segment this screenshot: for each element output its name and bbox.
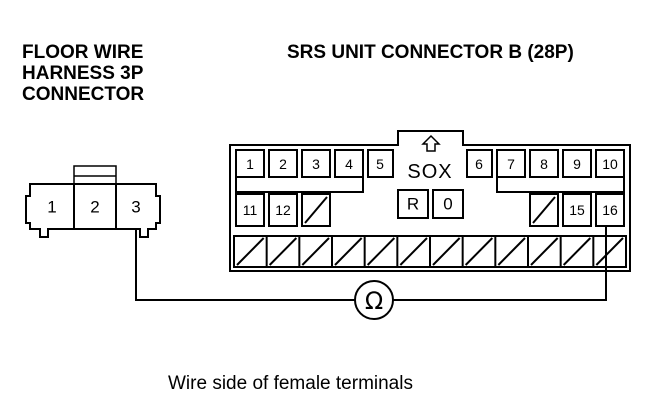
ohmmeter-icon: [354, 280, 394, 320]
srs-pin-12: 12: [275, 202, 291, 218]
srs-pin-9: 9: [573, 156, 581, 172]
srs-pin-2: 2: [279, 156, 287, 172]
srs-pin-8: 8: [540, 156, 548, 172]
ohm-symbol: Ω: [365, 287, 383, 315]
key-0-box: [432, 189, 464, 219]
hatch-mark: [268, 237, 298, 266]
floor-harness-title-line-2: HARNESS 3P: [22, 63, 144, 84]
srs-pin-11: 11: [243, 202, 258, 218]
hatch-mark: [464, 237, 494, 266]
floor-harness-connector: 1 2 3: [25, 165, 161, 238]
srs-pin-6: 6: [475, 156, 483, 172]
hatch-mark: [595, 237, 624, 266]
hatch-mark: [366, 237, 396, 266]
test-wire: [135, 229, 355, 301]
hatch-mark: [432, 237, 461, 266]
test-wire-srs: [393, 226, 607, 301]
key-r-label: R: [407, 195, 419, 214]
hatch-mark: [334, 237, 363, 266]
floor-pin-2: 2: [90, 198, 99, 217]
floor-pin-1: 1: [47, 198, 56, 217]
hatch-mark: [236, 237, 265, 266]
up-arrow-icon: [421, 134, 441, 152]
srs-pin-15: 15: [569, 202, 585, 218]
caption: Wire side of female terminals: [168, 373, 413, 394]
srs-pin-1: 1: [246, 156, 254, 172]
srs-pin-3: 3: [312, 156, 320, 172]
hatch-mark: [497, 237, 526, 266]
key-r-box: [397, 189, 429, 219]
floor-harness-title-line-1: FLOOR WIRE: [22, 42, 143, 63]
srs-pin-10: 10: [602, 156, 618, 172]
floor-harness-title-line-3: CONNECTOR: [22, 84, 144, 105]
sox-label: SOX: [407, 161, 452, 183]
srs-pin-4: 4: [345, 156, 353, 172]
srs-unit-title: SRS UNIT CONNECTOR B (28P): [287, 42, 574, 63]
srs-pin-16: 16: [602, 202, 618, 218]
hatch-mark: [530, 237, 559, 266]
srs-connector-body: [229, 130, 631, 272]
connector-latch: [73, 165, 117, 185]
srs-pin-7: 7: [507, 156, 515, 172]
srs-unit-connector: 1 2 3 4 5 6 7 8 9 10 11 12 15 16 S: [229, 130, 631, 272]
hatch-mark: [562, 237, 592, 266]
floor-pin-3: 3: [131, 198, 140, 217]
floor-harness-body: [25, 183, 161, 238]
hatch-mark: [399, 237, 428, 266]
srs-pin-5: 5: [376, 156, 384, 172]
key-0-label: 0: [443, 195, 452, 214]
hatch-mark: [301, 237, 330, 266]
